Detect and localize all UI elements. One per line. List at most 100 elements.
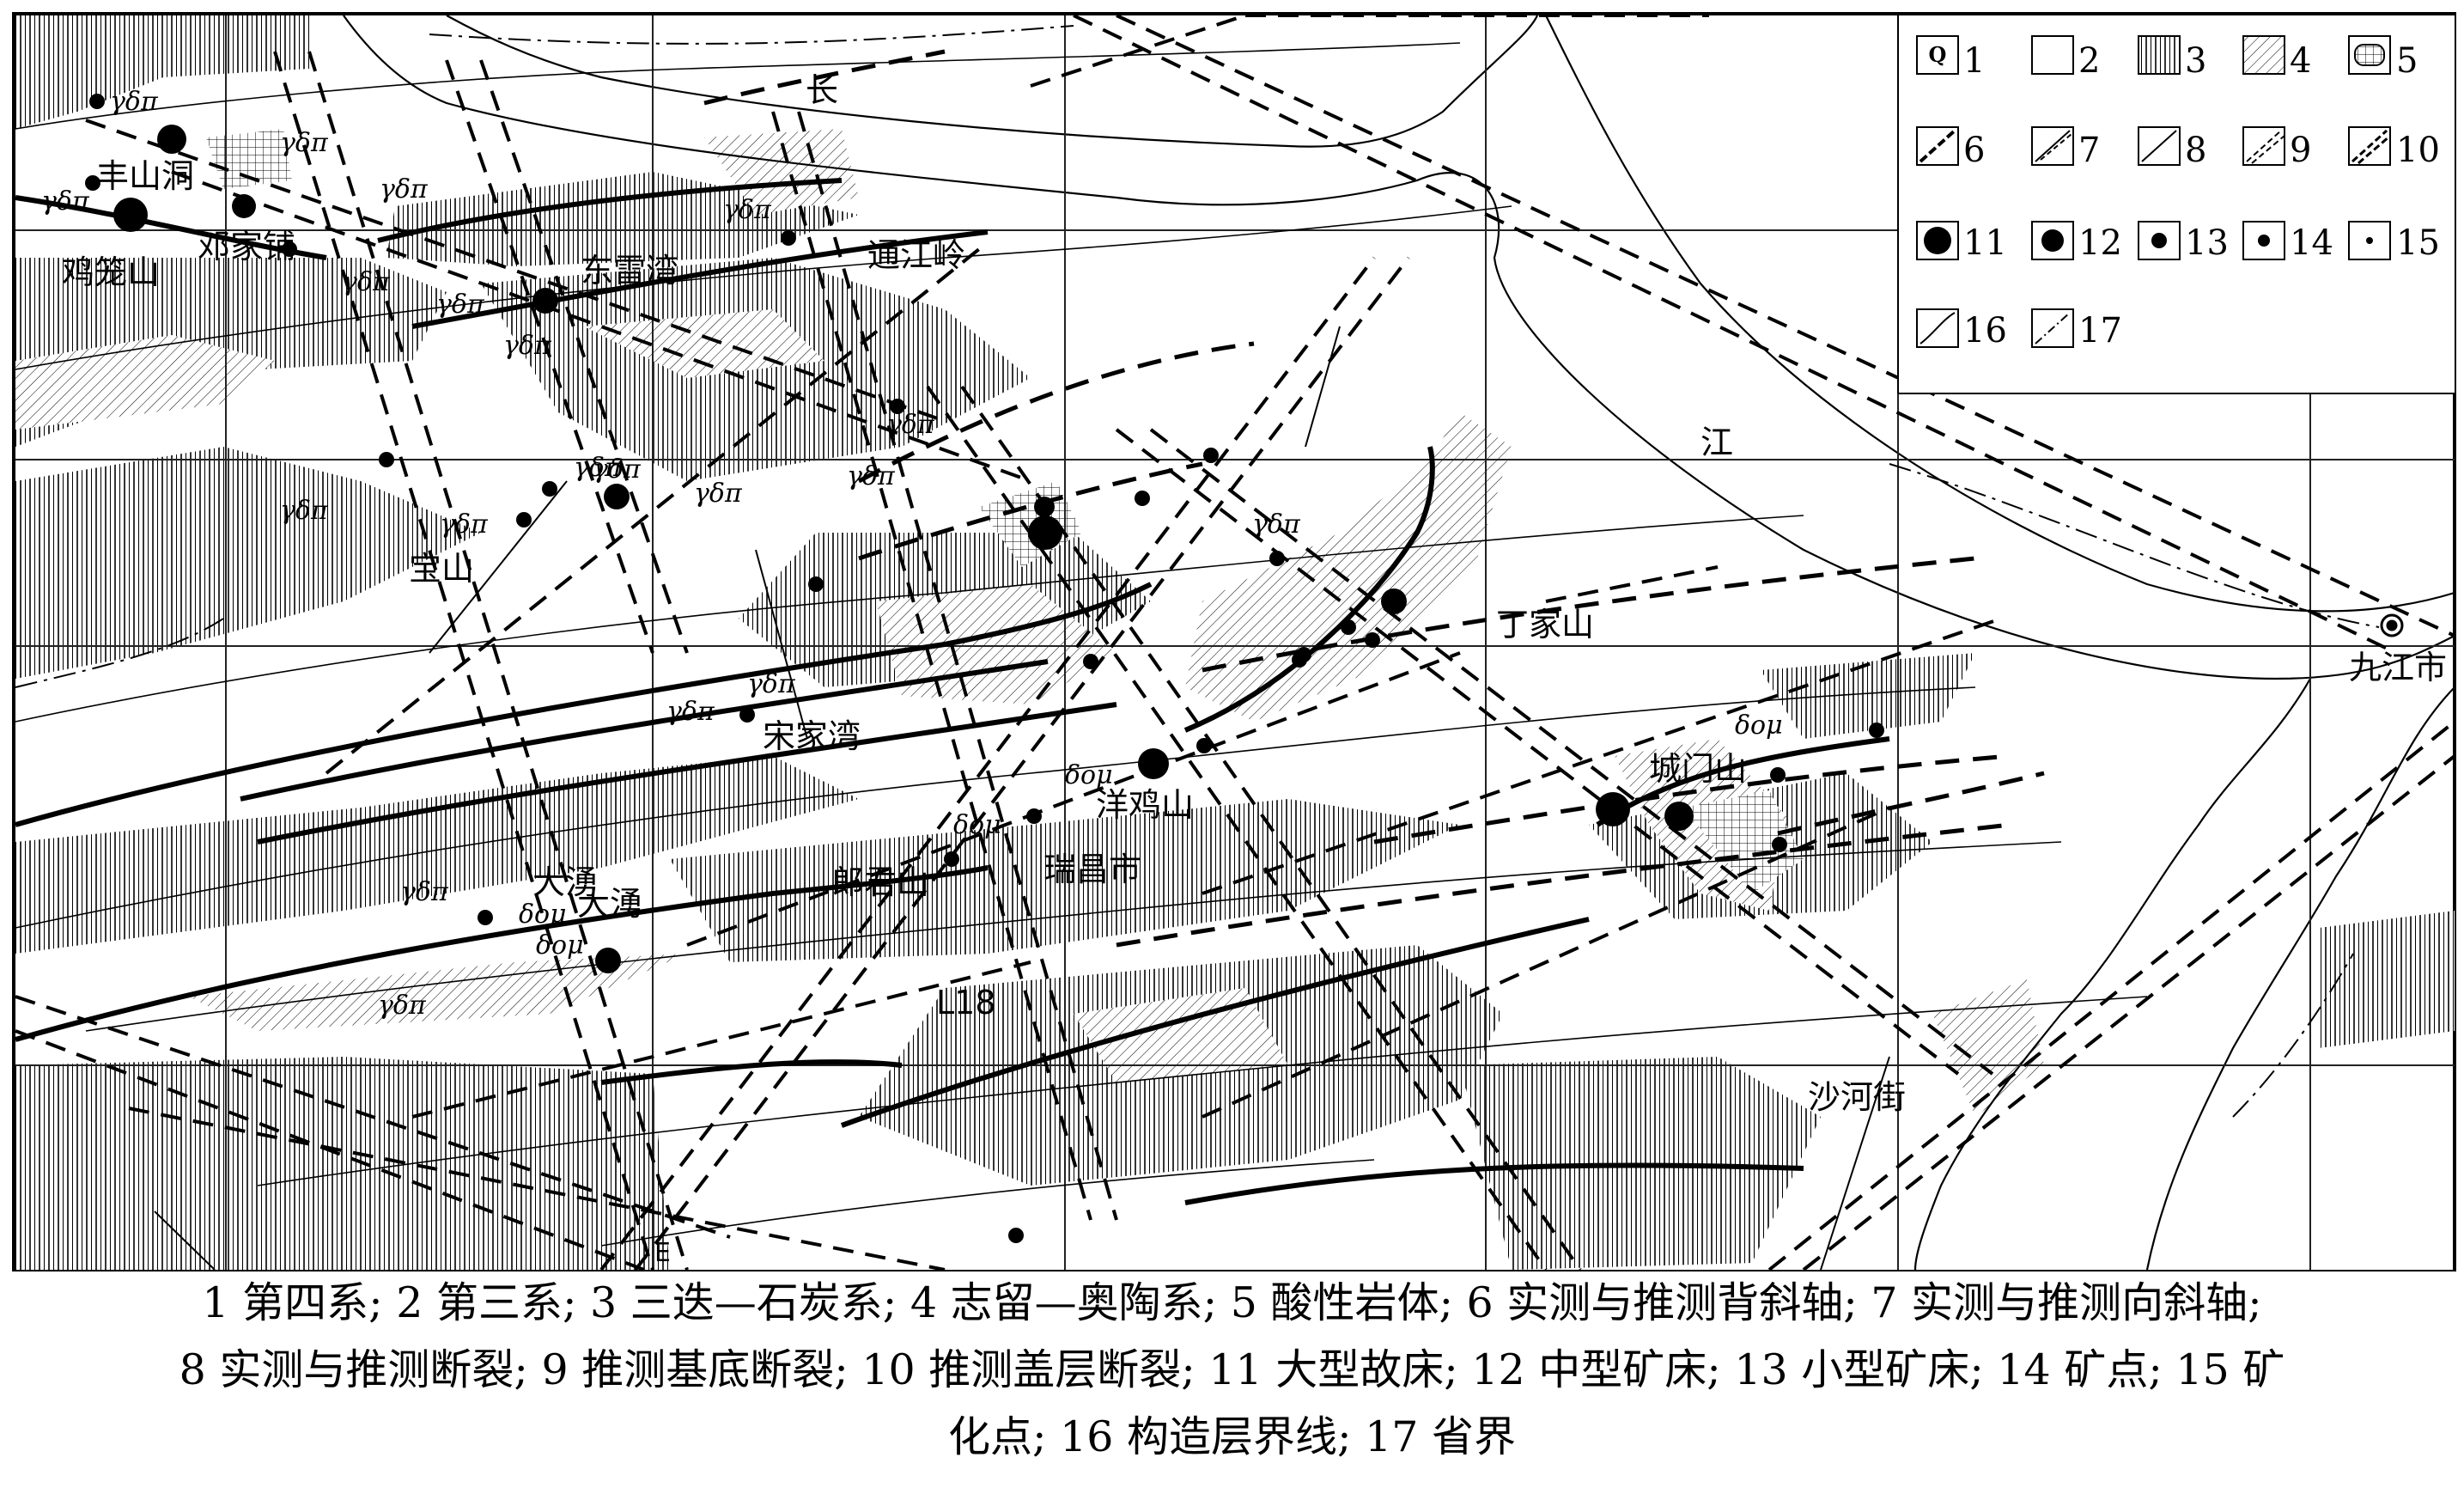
- map-caption: 1 第四系; 2 第三系; 3 三迭—石炭系; 4 志留—奥陶系; 5 酸性岩体…: [0, 1270, 2464, 1471]
- rock-label-gdp: γδπ: [503, 331, 552, 361]
- place-dingjiashan: 丁家山: [1496, 606, 1594, 643]
- rock-label-dom: δομ: [953, 810, 1001, 840]
- place-dengjiapu: 邓家铺: [198, 228, 295, 265]
- legend-item-3: 3: [2138, 35, 2206, 81]
- deposit-small: [1869, 723, 1884, 738]
- deposit-medium: [604, 484, 630, 509]
- deposit-medium: [595, 948, 621, 973]
- place-tongjiangling: 通江岭: [867, 236, 965, 274]
- caption-line-1: 1 第四系; 2 第三系; 3 三迭—石炭系; 4 志留—奥陶系; 5 酸性岩体…: [202, 1278, 2262, 1327]
- legend-item-4: 4: [2242, 35, 2311, 81]
- rock-label-gdp: γδπ: [694, 479, 743, 509]
- place-langjunshan: 郎君山: [831, 863, 929, 901]
- deposit-medium: [1664, 802, 1694, 831]
- deposit-medium: [1381, 588, 1407, 614]
- deposit-large: [1028, 515, 1062, 550]
- legend-number: 15: [2396, 223, 2440, 263]
- deposit-small: [1772, 837, 1787, 852]
- deposit-small: [890, 399, 905, 414]
- legend-symbol-q: Q: [1929, 42, 1947, 67]
- rock-label-gdp: γδπ: [574, 453, 623, 483]
- place-dayong: 大湧: [532, 863, 598, 901]
- place-yangjishan: 洋鸡山: [1096, 786, 1194, 824]
- province-boundary: [15, 25, 2380, 1118]
- place-songjiawan: 宋家湾: [763, 717, 861, 755]
- geological-map: 鸡笼山 丰山洞 邓家铺 东雷湾 通江岭 宝山 宋家湾 丁家山 九江市 城门山 洋…: [12, 12, 2456, 1271]
- deposit-small: [282, 241, 297, 257]
- legend-number: 17: [2078, 311, 2122, 351]
- place-baoshan: 宝山: [409, 550, 474, 588]
- deposit-medium: [1034, 497, 1055, 517]
- legend-number: 6: [1963, 131, 1985, 170]
- legend-number: 5: [2396, 41, 2418, 81]
- legend-number: 9: [2290, 131, 2311, 170]
- legend-item-9: 9: [2242, 126, 2311, 170]
- legend-item-15: 15: [2348, 221, 2440, 263]
- deposit-small: [781, 230, 796, 246]
- faults-measured: [154, 326, 1890, 1271]
- legend-number: 16: [1963, 311, 2007, 351]
- city-symbol: [2380, 613, 2404, 637]
- deposit-small: [516, 512, 532, 527]
- legend-number: 11: [1963, 223, 2007, 263]
- rock-label-gdp: γδπ: [440, 509, 489, 540]
- rock-label-gdp: γδπ: [847, 461, 896, 491]
- rock-label-gdp: γδπ: [378, 991, 427, 1021]
- legend-item-5: 5: [2348, 35, 2418, 81]
- place-chengmenshan: 城门山: [1649, 750, 1747, 788]
- deposit-small: [1365, 632, 1380, 648]
- deposit-small: [89, 94, 105, 109]
- legend-item-14: 14: [2242, 221, 2333, 263]
- rock-label-gdp: γδπ: [41, 186, 90, 216]
- rock-label-gdp: γδπ: [380, 174, 429, 204]
- place-dongleiwan: 东雷湾: [581, 252, 678, 290]
- label-l18: L18: [936, 984, 996, 1021]
- map-legend: Q 1 2 3 4 5 6 7: [1897, 15, 2455, 394]
- rock-label-gdp: γδπ: [400, 877, 449, 907]
- legend-item-16: 16: [1916, 308, 2007, 351]
- deposit-large: [157, 125, 186, 154]
- rock-label-gdp: γδπ: [747, 669, 796, 699]
- river-name-chang: 长: [806, 71, 838, 109]
- deposit-small: [1203, 448, 1219, 463]
- label-e: E: [654, 1238, 671, 1268]
- legend-item-11: 11: [1916, 221, 2007, 263]
- deposit-large: [113, 198, 148, 232]
- legend-number: 12: [2078, 223, 2122, 263]
- deposit-small: [944, 851, 959, 867]
- deposit-small: [1196, 738, 1212, 753]
- legend-item-17: 17: [2031, 308, 2122, 351]
- deposit-small: [1135, 491, 1150, 506]
- faults-inferred: [15, 14, 2456, 1271]
- legend-item-7: 7: [2031, 126, 2100, 170]
- deposit-small: [1026, 808, 1042, 824]
- legend-item-6: 6: [1916, 126, 1985, 170]
- place-ruichangshi: 瑞昌市: [1043, 851, 1141, 888]
- deposit-markers: [85, 94, 1884, 1243]
- deposit-large: [1138, 748, 1169, 779]
- river-name-jiang: 江: [1700, 424, 1733, 461]
- deposit-small: [739, 707, 755, 723]
- deposit-small: [1341, 619, 1356, 635]
- rock-label-gdp: γδπ: [280, 128, 329, 158]
- legend-number: 8: [2185, 131, 2206, 170]
- deposit-large: [1596, 792, 1630, 826]
- legend-item-13: 13: [2138, 221, 2229, 263]
- place-shahejie: 沙河街: [1808, 1078, 1906, 1116]
- deposit-medium: [532, 288, 558, 314]
- rock-labels: γδπ γδπ γδπ γδπ γδπ γδπ γδπ γδπ γδπ γδπ …: [41, 87, 1783, 1021]
- legend-item-2: 2: [2031, 35, 2100, 81]
- deposit-medium: [232, 194, 256, 218]
- deposit-small: [808, 576, 824, 592]
- legend-number: 4: [2290, 41, 2311, 81]
- rock-label-gdp: γδπ: [110, 87, 159, 117]
- rock-label-gdp: γδπ: [886, 410, 935, 440]
- place-labels: 鸡笼山 丰山洞 邓家铺 东雷湾 通江岭 宝山 宋家湾 丁家山 九江市 城门山 洋…: [62, 71, 2447, 1268]
- rock-label-gdp: γδπ: [1252, 509, 1301, 540]
- legend-number: 13: [2185, 223, 2229, 263]
- legend-number: 2: [2078, 41, 2100, 81]
- legend-number: 14: [2290, 223, 2333, 263]
- legend-number: 10: [2396, 131, 2440, 170]
- legend-item-8: 8: [2138, 126, 2206, 170]
- caption-line-3: 化点; 16 构造层界线; 17 省界: [947, 1412, 1517, 1461]
